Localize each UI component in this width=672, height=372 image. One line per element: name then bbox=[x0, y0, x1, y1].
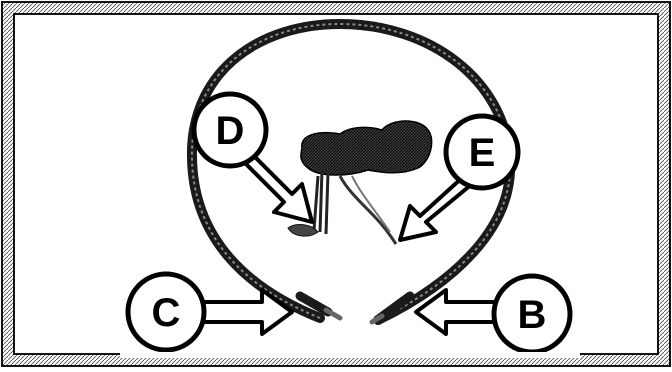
callout-C-circle bbox=[125, 271, 207, 353]
left-cable-end bbox=[295, 291, 333, 317]
left-lead-foot bbox=[287, 224, 319, 237]
right-lead-wire-2 bbox=[351, 175, 391, 233]
callout-D-circle bbox=[191, 91, 269, 169]
left-lead-pins bbox=[312, 169, 330, 235]
callout-C-label: C bbox=[152, 291, 181, 335]
right-lead-wire bbox=[338, 175, 398, 245]
callout-D-arrow bbox=[238, 148, 314, 224]
callout-B: B bbox=[414, 273, 573, 355]
right-cable-tip bbox=[369, 313, 385, 325]
right-cable-end bbox=[375, 291, 415, 323]
callout-C: C bbox=[125, 271, 294, 353]
component-body bbox=[300, 120, 433, 176]
callout-E: E bbox=[398, 113, 521, 242]
callout-D-label: D bbox=[216, 109, 245, 153]
callout-D: D bbox=[191, 91, 314, 224]
callout-E-label: E bbox=[469, 131, 496, 175]
callout-E-circle bbox=[443, 113, 521, 191]
callout-B-arrow bbox=[414, 288, 502, 336]
bottom-notch bbox=[120, 352, 580, 358]
callout-C-arrow bbox=[198, 288, 294, 336]
callout-E-arrow bbox=[398, 174, 474, 242]
callout-B-label: B bbox=[518, 293, 547, 337]
left-cable-tip bbox=[323, 307, 343, 321]
cable-loop-highlight bbox=[190, 22, 512, 321]
